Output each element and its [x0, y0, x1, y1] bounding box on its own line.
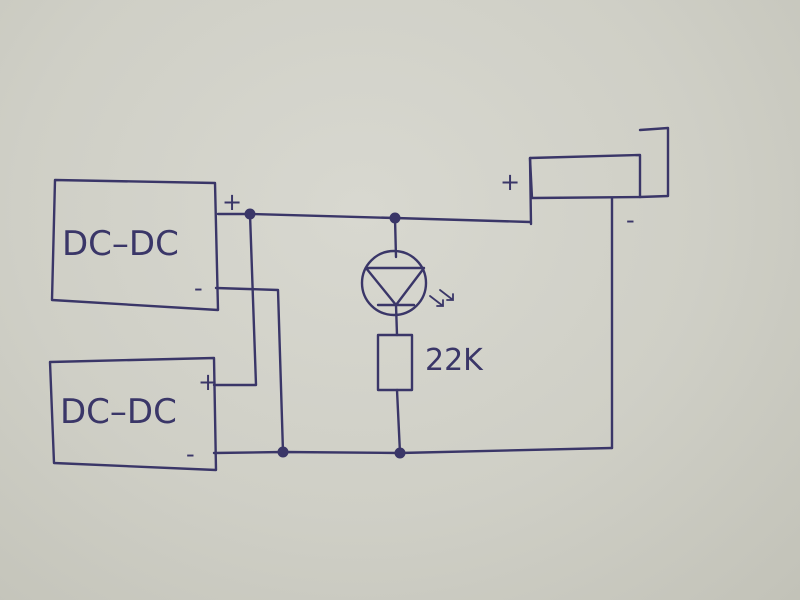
converter-top-label: DC–DC [62, 224, 179, 264]
series-link-wire [212, 212, 258, 387]
output-plus-label: + [500, 168, 520, 196]
junction-node [244, 208, 256, 220]
resistor-body [376, 333, 414, 392]
resistor-label: 22K [425, 343, 484, 378]
positive-rail-wire [216, 212, 532, 224]
converter-top-minus: - [194, 274, 203, 302]
converter-top-box [50, 178, 220, 312]
led-light-arrows [429, 289, 454, 307]
junction-node [277, 446, 289, 458]
output-connector-body [528, 153, 642, 200]
negative-rail-wire [212, 446, 614, 455]
converter-bottom-minus: - [186, 440, 195, 468]
output-connector-pin [528, 156, 533, 226]
output-minus-label: - [626, 206, 635, 234]
converter-top-plus: + [222, 188, 242, 216]
top-minus-wire [214, 286, 285, 454]
converter-bottom-label: DC–DC [60, 392, 177, 432]
led-branch-wire-mid [394, 303, 399, 337]
led-body [360, 249, 428, 317]
led-diode-symbol [364, 266, 426, 307]
output-connector-cap [638, 126, 670, 199]
resistor-branch-wire-bottom [395, 388, 402, 455]
converter-bottom-box [48, 356, 218, 472]
converter-bottom-plus: + [198, 368, 218, 396]
